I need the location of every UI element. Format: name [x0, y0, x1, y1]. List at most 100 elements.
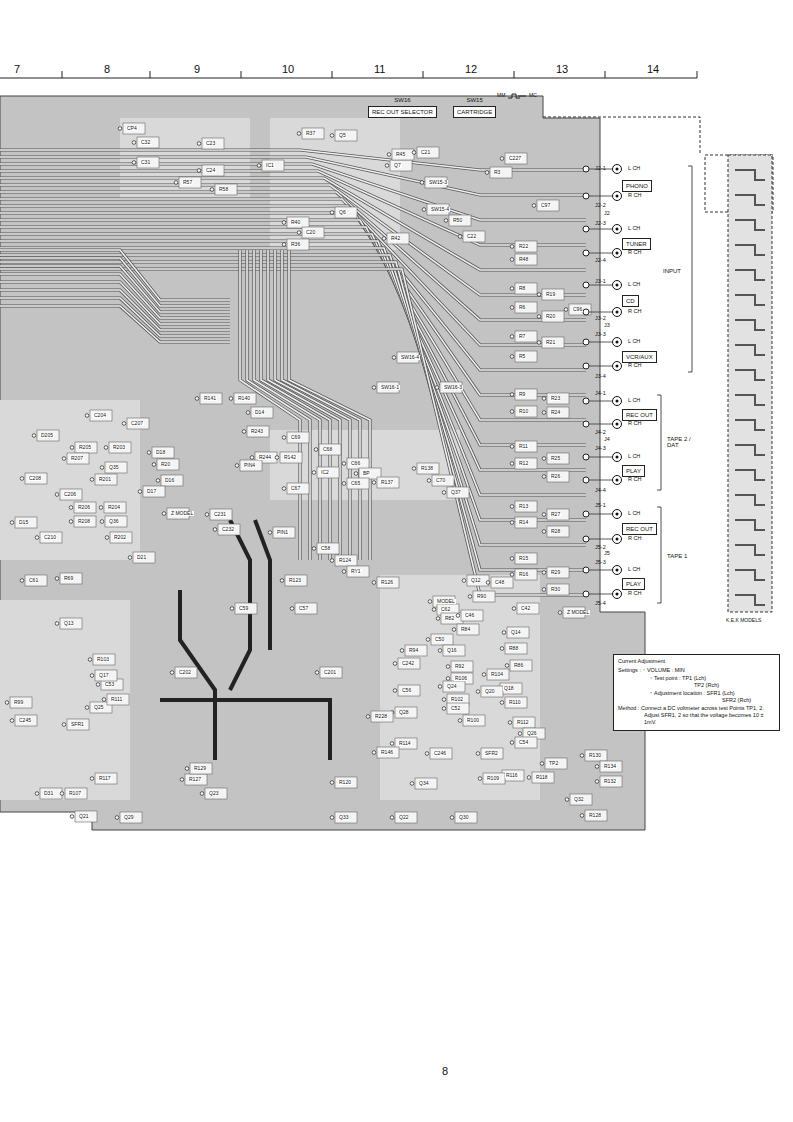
- part-label: SW15-3: [428, 180, 448, 185]
- component-outline: [515, 331, 537, 342]
- jack-wire: [586, 424, 612, 425]
- ruler-tick: [423, 71, 424, 78]
- component-outline: [75, 442, 97, 453]
- component-outline: [431, 634, 453, 645]
- part-label: C61: [28, 578, 39, 583]
- part-label: Q18: [503, 686, 514, 691]
- solder-pad: [426, 638, 430, 642]
- part-label: R116: [505, 773, 519, 778]
- jack-label: L CH: [628, 166, 640, 172]
- component-outline: [395, 812, 417, 823]
- solder-pad: [436, 617, 440, 621]
- solder-pad: [542, 530, 546, 534]
- component-outline: [202, 165, 224, 176]
- solder-pad: [510, 393, 514, 397]
- jack-pad: [583, 309, 589, 315]
- box-label: VCR/AUX: [626, 354, 653, 361]
- solder-pad: [315, 671, 319, 675]
- part-label: C66: [350, 461, 361, 466]
- box-label: CD: [626, 298, 635, 305]
- solder-pad: [438, 685, 442, 689]
- rca-jack: [613, 225, 622, 234]
- component-outline: [505, 697, 527, 708]
- jack-label: J5-3: [595, 560, 606, 566]
- solder-pad: [500, 157, 504, 161]
- part-label: R228: [374, 714, 388, 719]
- part-label: R201: [98, 477, 112, 482]
- label-box: REC OUT: [622, 409, 657, 421]
- component-outline: [133, 552, 155, 563]
- solder-pad: [314, 448, 318, 452]
- component-outline: [109, 442, 131, 453]
- jack-wire: [586, 253, 612, 254]
- solder-pad: [20, 579, 24, 583]
- jack-label: R CH: [628, 193, 641, 199]
- part-label: R3: [493, 170, 501, 175]
- component-outline: [37, 430, 59, 441]
- solder-pad: [458, 719, 462, 723]
- part-label: R134: [603, 764, 617, 769]
- part-label: PIN4: [243, 463, 256, 468]
- jack-pad: [583, 398, 589, 404]
- note-text: Method : Connect a DC voltmeter across t…: [618, 705, 775, 727]
- rca-jack: [613, 510, 622, 519]
- rca-jack-pin: [616, 228, 619, 231]
- label-box: CD: [622, 295, 639, 307]
- solder-pad: [372, 386, 376, 390]
- trace-outline: [282, 250, 360, 560]
- component-outline: [461, 610, 483, 621]
- rca-jack-pin: [616, 311, 619, 314]
- component-outline: [273, 527, 295, 538]
- jack-pad: [583, 339, 589, 345]
- jack-wire: [586, 594, 612, 595]
- solder-pad: [456, 614, 460, 618]
- solder-pad: [450, 816, 454, 820]
- part-label: SW16-3: [443, 385, 463, 390]
- jack-label: J4-1: [595, 391, 606, 397]
- component-outline: [547, 567, 569, 578]
- copper-trace: [735, 395, 765, 405]
- solder-pad: [425, 752, 429, 756]
- solder-pad: [197, 169, 201, 173]
- solder-pad: [297, 132, 301, 136]
- solder-pad: [580, 814, 584, 818]
- component-outline: [569, 304, 591, 315]
- component-outline: [570, 794, 592, 805]
- part-label: Q14: [510, 630, 521, 635]
- solder-pad: [427, 479, 431, 483]
- part-label: R206: [77, 505, 91, 510]
- component-outline: [60, 618, 82, 629]
- part-label: Q32: [573, 797, 584, 802]
- ruler-tick: [62, 71, 63, 78]
- note-text: Settings :・VOLUME : MIN: [618, 667, 775, 674]
- part-label: R204: [107, 505, 121, 510]
- power-trace: [255, 520, 270, 650]
- solder-pad: [290, 607, 294, 611]
- part-label: Q34: [418, 781, 429, 786]
- column-number: 8: [104, 64, 110, 75]
- jack-pad: [583, 454, 589, 460]
- copper-trace: [0, 241, 586, 495]
- rca-jack: [613, 566, 622, 575]
- jack-label: L CH: [628, 282, 640, 288]
- part-label: C232: [221, 527, 235, 532]
- jack-label: J5-2: [595, 545, 606, 551]
- part-label: C57: [298, 606, 309, 611]
- component-outline: [585, 750, 607, 761]
- rca-jack: [613, 165, 622, 174]
- solder-pad: [510, 306, 514, 310]
- component-outline: [547, 453, 569, 464]
- part-label: R102: [450, 697, 464, 702]
- bracket: [657, 395, 661, 490]
- component-outline: [542, 337, 564, 348]
- component-outline: [67, 719, 89, 730]
- part-label: C54: [518, 740, 529, 745]
- copper-trace: [247, 250, 310, 560]
- part-label: R110: [508, 700, 522, 705]
- bracket: [657, 507, 661, 603]
- part-label: R106: [454, 676, 468, 681]
- board-area: [0, 600, 130, 800]
- component-outline: [417, 147, 439, 158]
- part-label: R104: [490, 672, 504, 677]
- note-text: SFR2 (Rch): [618, 697, 775, 704]
